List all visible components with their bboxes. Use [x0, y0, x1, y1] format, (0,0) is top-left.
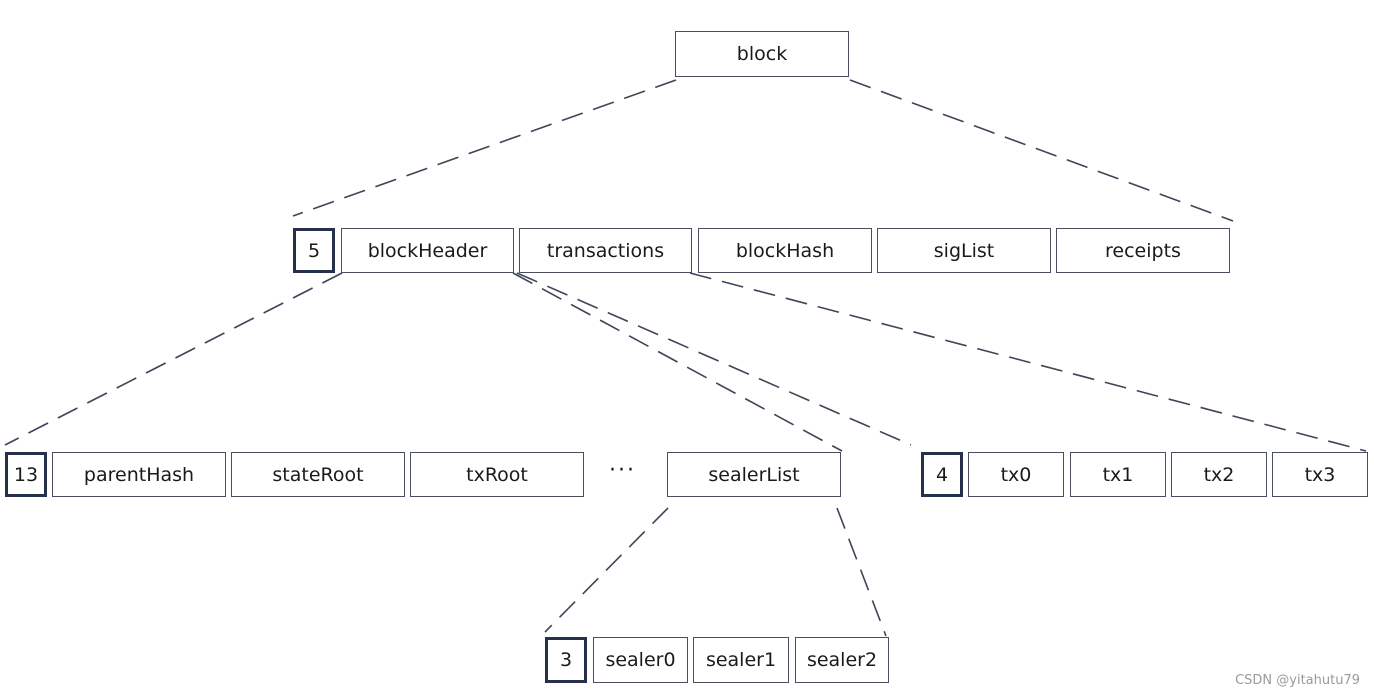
connector-transactions-left — [516, 272, 912, 446]
connector-header-right — [512, 272, 843, 452]
connector-sealerlist-left — [544, 507, 669, 633]
siglist-node: sigList — [877, 228, 1051, 273]
tx3-node: tx3 — [1272, 452, 1368, 497]
connector-block-left — [292, 79, 677, 217]
connector-transactions-right — [689, 272, 1367, 452]
watermark: CSDN @yitahutu79 — [1235, 673, 1360, 688]
connector-header-left — [4, 272, 343, 446]
connector-sealerlist-right — [836, 507, 887, 637]
sealer1-node: sealer1 — [693, 637, 789, 683]
transactions-node: transactions — [519, 228, 692, 273]
sealer2-node: sealer2 — [795, 637, 889, 683]
header-field-count: 13 — [5, 452, 47, 497]
sealer-count: 3 — [545, 637, 587, 683]
block-node: block — [675, 31, 849, 77]
receipts-node: receipts — [1056, 228, 1230, 273]
tx-count: 4 — [921, 452, 963, 497]
blockhash-node: blockHash — [698, 228, 872, 273]
connector-block-right — [849, 79, 1234, 222]
txroot-node: txRoot — [410, 452, 584, 497]
ellipsis: ··· — [609, 458, 636, 483]
tx1-node: tx1 — [1070, 452, 1166, 497]
tx0-node: tx0 — [968, 452, 1064, 497]
parenthash-node: parentHash — [52, 452, 226, 497]
stateroot-node: stateRoot — [231, 452, 405, 497]
sealerlist-node: sealerList — [667, 452, 841, 497]
block-field-count: 5 — [293, 228, 335, 273]
tx2-node: tx2 — [1171, 452, 1267, 497]
blockheader-node: blockHeader — [341, 228, 514, 273]
sealer0-node: sealer0 — [593, 637, 688, 683]
